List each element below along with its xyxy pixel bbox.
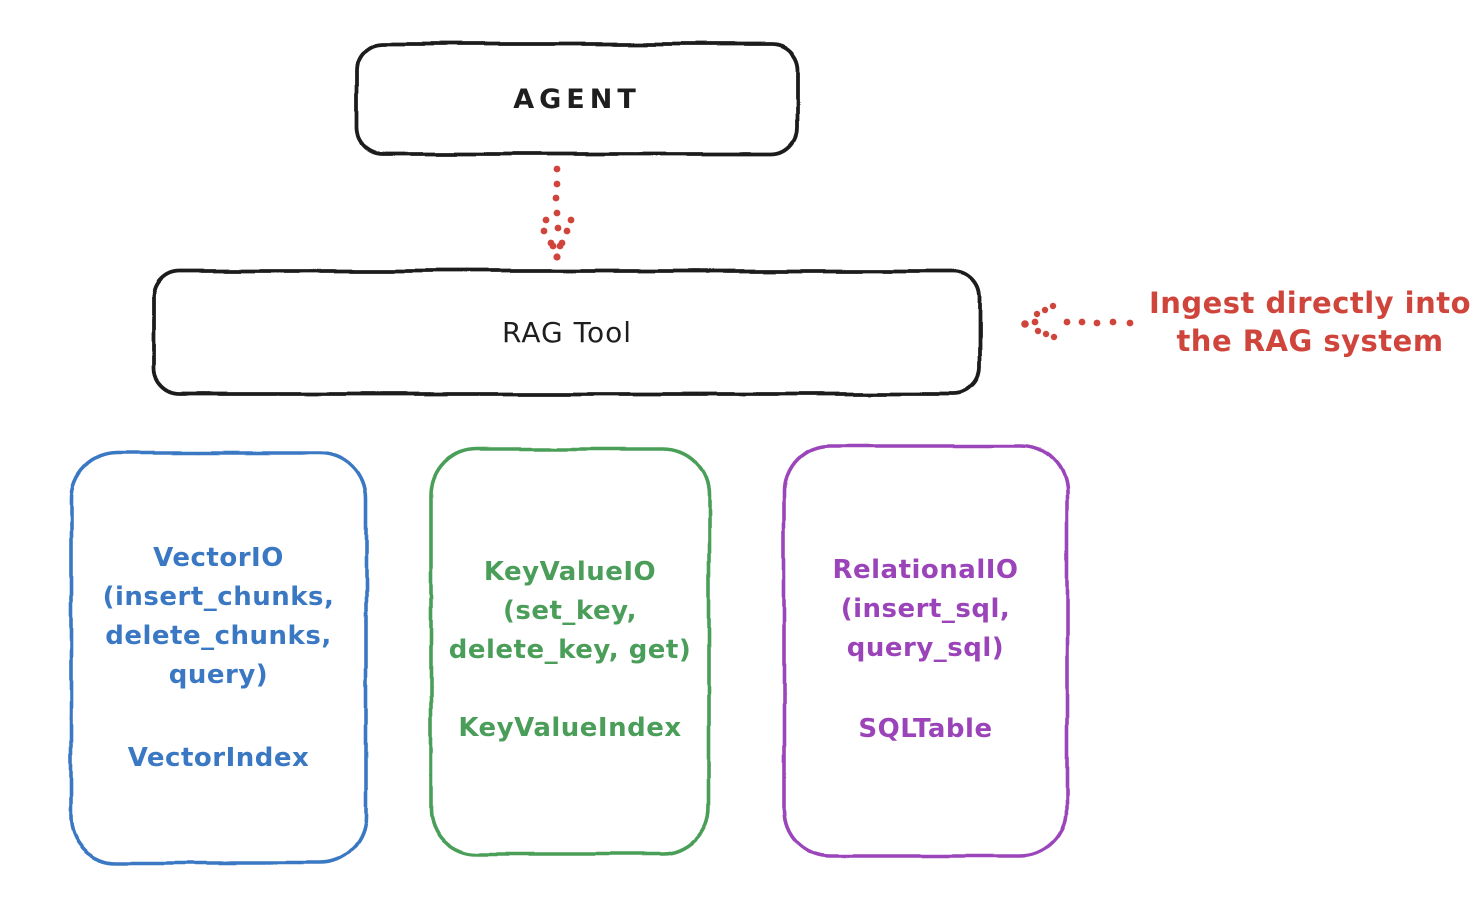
ingest-annotation-line: Ingest directly into bbox=[1148, 286, 1472, 320]
key-value-io-line: KeyValueIO bbox=[483, 557, 657, 587]
relational-io-node-text: RelationalIO (insert_sql, query_sql) SQL… bbox=[784, 551, 1067, 749]
rag-tool-box-outline bbox=[152, 269, 982, 396]
agent-box-outline bbox=[355, 42, 799, 156]
key-value-io-box-outline bbox=[429, 447, 711, 856]
key-value-io-node-text: KeyValueIO (set_key, delete_key, get) Ke… bbox=[431, 553, 709, 748]
relational-io-line: RelationalIO bbox=[832, 555, 1019, 585]
sql-table-label: SQLTable bbox=[858, 714, 993, 744]
relational-io-line: query_sql) bbox=[846, 633, 1005, 663]
ingest-annotation: Ingest directly into the RAG system bbox=[1140, 284, 1480, 360]
dotted-arrow-agent-to-rag-tool bbox=[540, 165, 575, 261]
relational-io-box-outline bbox=[782, 444, 1069, 858]
vector-io-box-outline bbox=[69, 451, 368, 865]
relational-io-line: (insert_sql, bbox=[840, 594, 1011, 624]
vector-io-line: delete_chunks, bbox=[105, 621, 332, 651]
vector-io-line: VectorIO bbox=[153, 543, 284, 573]
vector-io-line: query) bbox=[168, 660, 269, 690]
key-value-io-line: delete_key, get) bbox=[448, 635, 692, 665]
dotted-arrow-annotation-to-rag-tool bbox=[1021, 302, 1134, 341]
key-value-index-label: KeyValueIndex bbox=[458, 713, 682, 743]
vector-io-node-text: VectorIO (insert_chunks, delete_chunks, … bbox=[71, 539, 366, 778]
ingest-annotation-line: the RAG system bbox=[1176, 324, 1444, 358]
vector-index-label: VectorIndex bbox=[127, 743, 310, 773]
vector-io-line: (insert_chunks, bbox=[102, 582, 335, 612]
key-value-io-line: (set_key, bbox=[503, 596, 637, 626]
